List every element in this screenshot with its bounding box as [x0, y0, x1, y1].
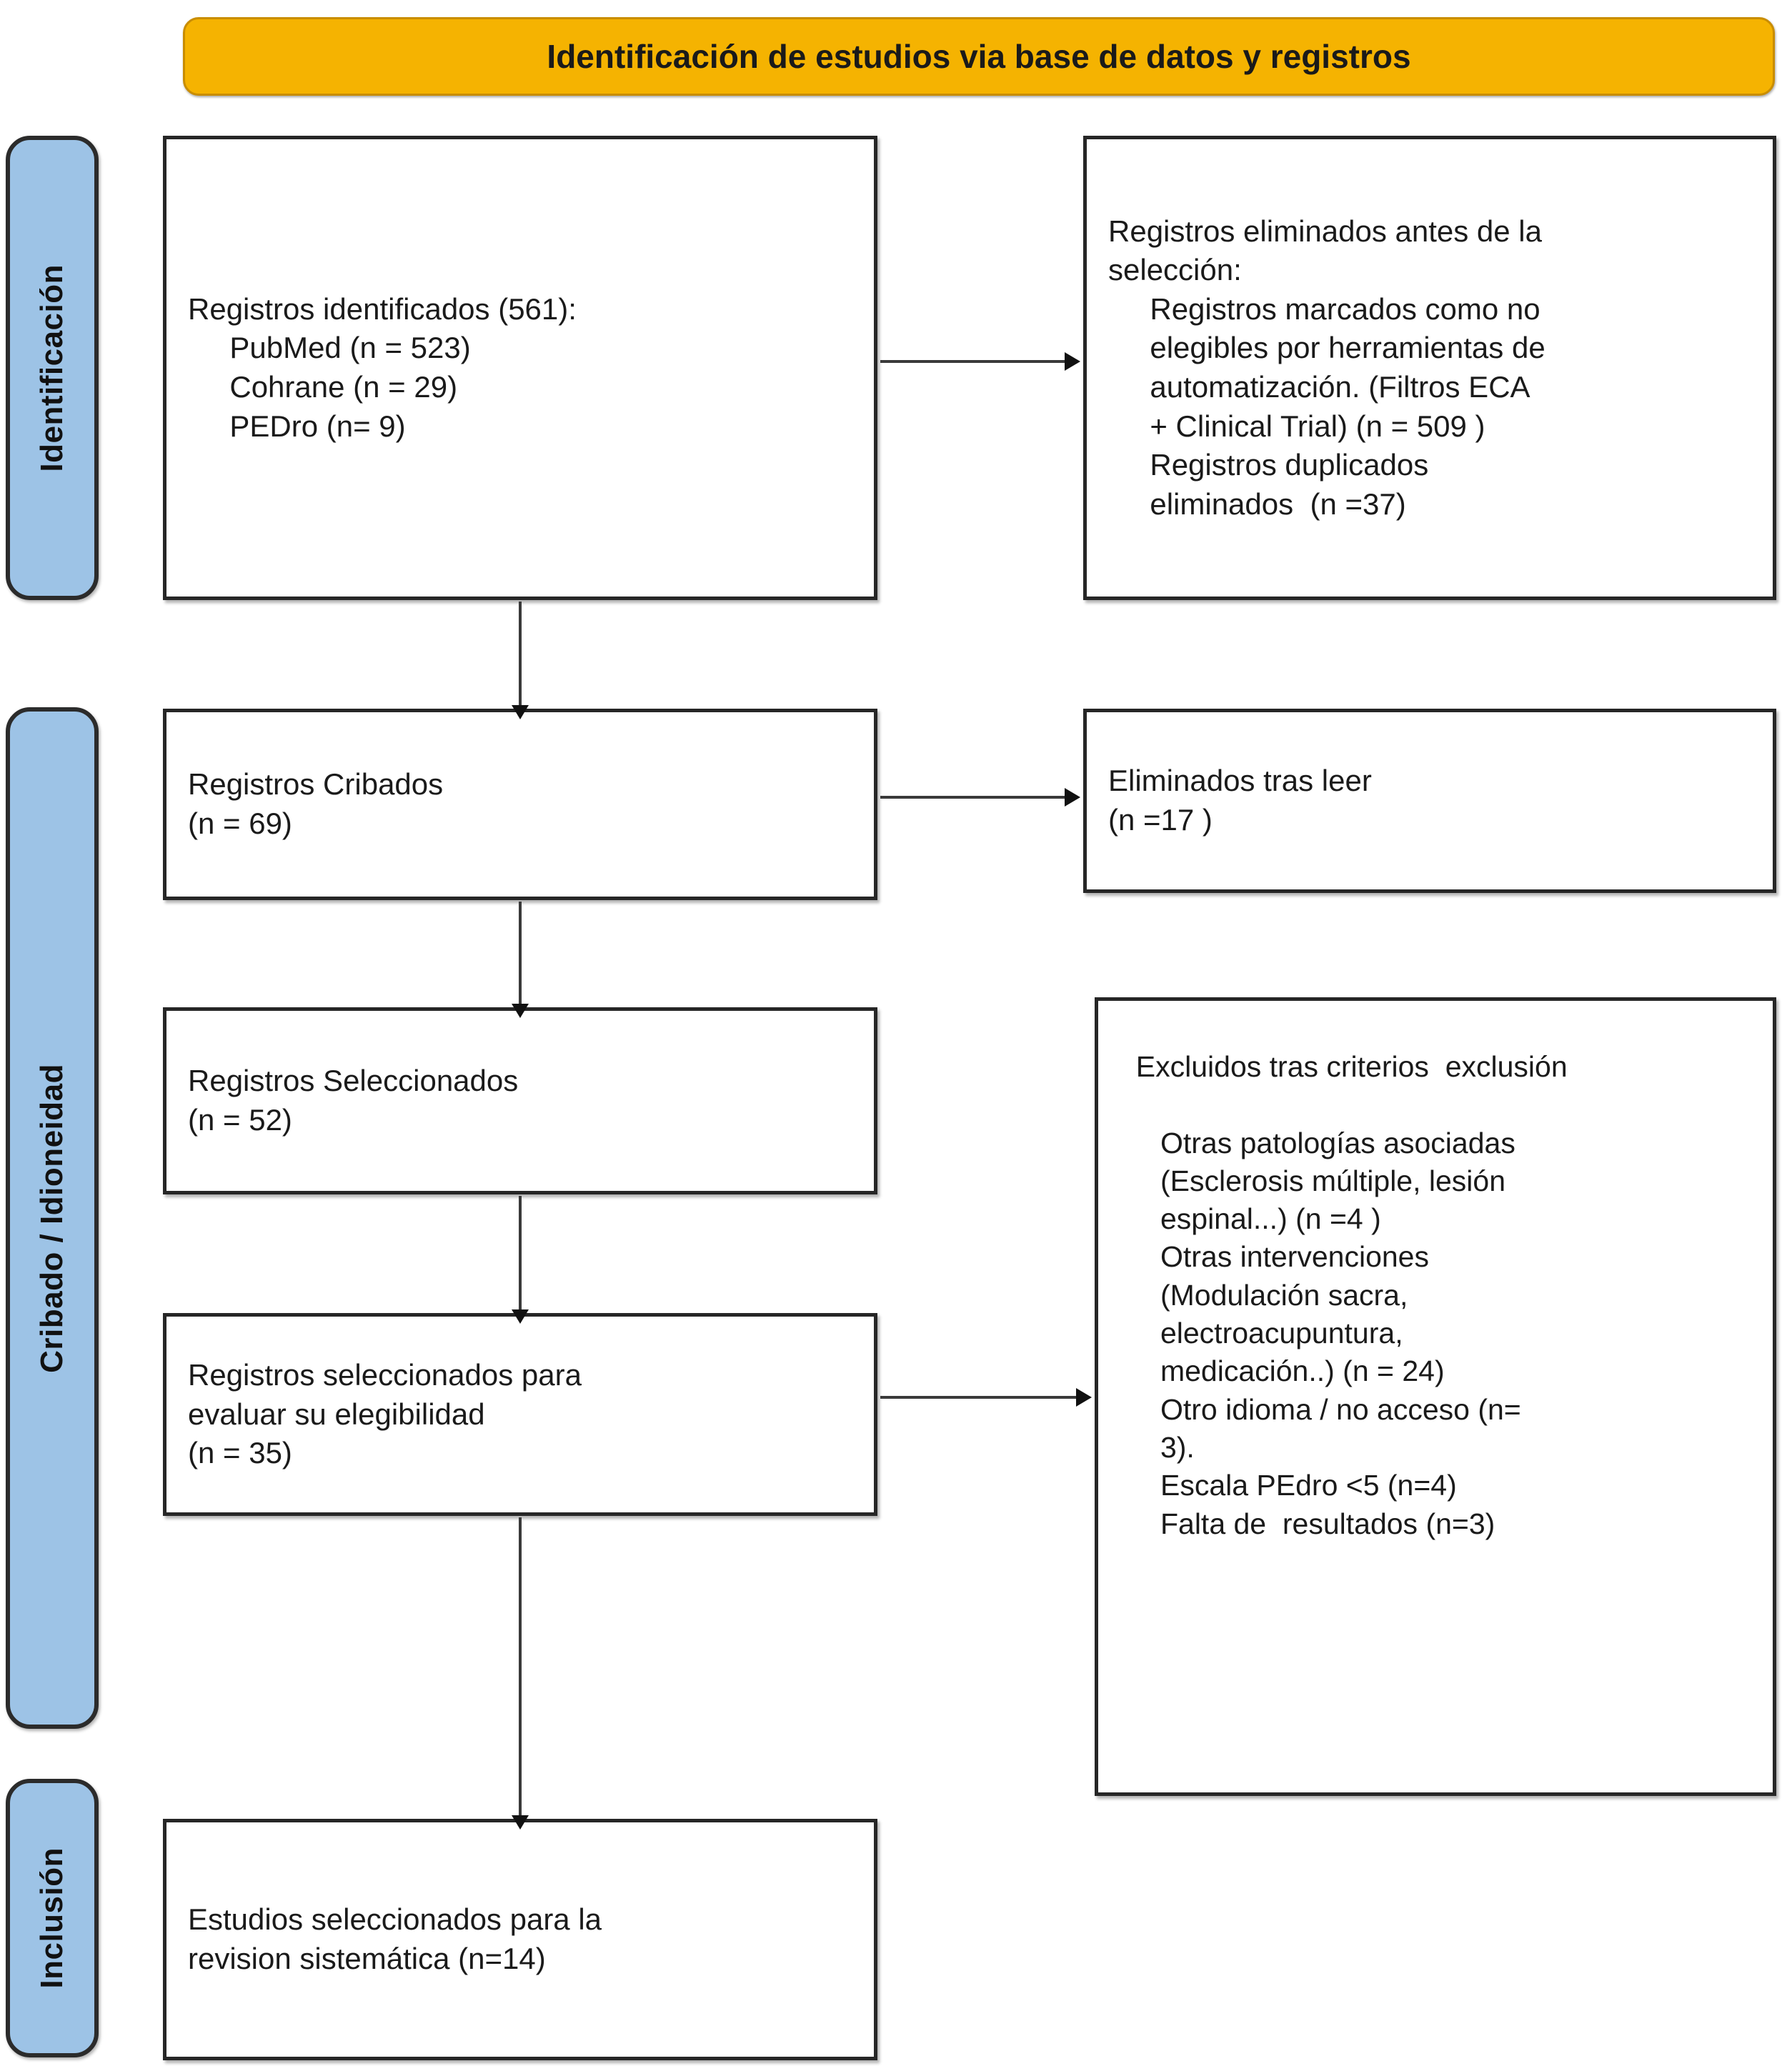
- arrow-elegibilidad-to-excluidos: [880, 1388, 1092, 1407]
- box-registros-eliminados-antes-seleccion: Registros eliminados antes de la selecci…: [1083, 136, 1776, 600]
- arrow-identificados-to-cribados: [512, 602, 529, 719]
- box-registros-elegibilidad: Registros seleccionados para evaluar su …: [163, 1313, 877, 1516]
- box-text: Excluidos tras criterios exclusión Otras…: [1135, 1050, 1568, 1540]
- box-text: Estudios seleccionados para la revision …: [188, 1902, 602, 1975]
- arrow-elegibilidad-to-incluidos: [512, 1517, 529, 1830]
- box-text: Registros seleccionados para evaluar su …: [188, 1358, 582, 1470]
- stage-label-text: Cribado / Idioneidad: [34, 1063, 69, 1373]
- stage-label-inclusion: Inclusión: [6, 1779, 99, 2057]
- arrow-seleccionados-to-elegibilidad: [512, 1196, 529, 1324]
- box-text: Registros eliminados antes de la selecci…: [1108, 214, 1545, 521]
- diagram-title: Identificación de estudios via base de d…: [547, 38, 1411, 75]
- arrow-cribados-to-eliminados-leer: [880, 788, 1080, 807]
- box-registros-identificados: Registros identificados (561): PubMed (n…: [163, 136, 877, 600]
- box-text: Registros Cribados (n = 69): [188, 767, 444, 840]
- arrow-cribados-to-seleccionados: [512, 902, 529, 1018]
- box-text: Registros identificados (561): PubMed (n…: [188, 291, 577, 443]
- box-eliminados-tras-leer: Eliminados tras leer (n =17 ): [1083, 709, 1776, 893]
- stage-label-cribado-idoneidad: Cribado / Idioneidad: [6, 707, 99, 1729]
- stage-label-text: Inclusión: [34, 1847, 69, 1989]
- diagram-title-banner: Identificación de estudios via base de d…: [183, 17, 1775, 96]
- stage-label-text: Identificación: [34, 264, 69, 472]
- stage-label-identificacion: Identificación: [6, 136, 99, 600]
- box-estudios-incluidos: Estudios seleccionados para la revision …: [163, 1819, 877, 2060]
- box-registros-seleccionados: Registros Seleccionados (n = 52): [163, 1007, 877, 1194]
- box-text: Eliminados tras leer (n =17 ): [1108, 764, 1372, 837]
- box-excluidos-criterios-exclusion: Excluidos tras criterios exclusión Otras…: [1095, 997, 1776, 1796]
- arrow-identificados-to-eliminados-pre: [880, 352, 1080, 371]
- box-text: Registros Seleccionados (n = 52): [188, 1064, 519, 1137]
- box-registros-cribados: Registros Cribados (n = 69): [163, 709, 877, 900]
